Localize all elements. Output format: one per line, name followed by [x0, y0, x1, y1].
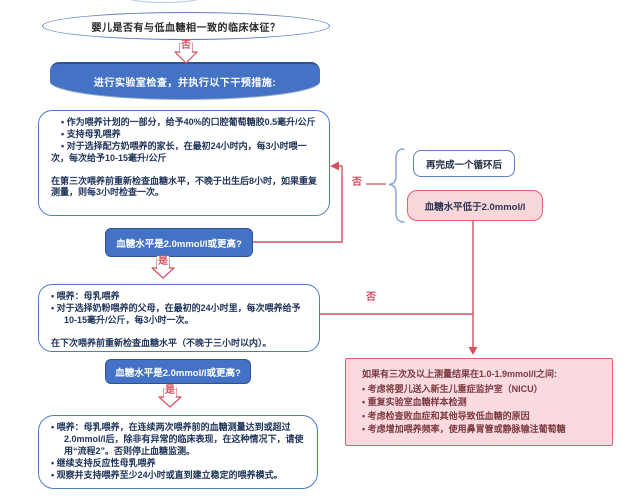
- outcome-bullet: 喂养：母乳喂养，在连续两次喂养前的血糖测量达到或超过2.0mmol/l后，除非有…: [51, 422, 307, 458]
- lab-check-banner-text: 进行实验室检查，并执行以下干预措施:: [93, 78, 277, 89]
- intervention-bullet: 支持母乳喂养: [51, 129, 319, 141]
- feeding-box: 喂养：母乳喂养 对于选择奶粉喂养的父母，在最初的24小时里，每次喂养给予10-1…: [38, 284, 320, 352]
- no-label-1: 否: [180, 40, 192, 52]
- outcome-bullet: 继续支持反应性母乳喂养: [51, 458, 307, 470]
- no-label-3: 否: [365, 292, 377, 304]
- start-question-node: 婴儿是否有与低血糖相一致的临床体征？: [42, 12, 330, 40]
- nicu-alert-bullet: 考虑将婴儿送入新生儿重症监护室（NICU）: [362, 383, 602, 397]
- brace-icon: [388, 148, 405, 223]
- spacer: [51, 327, 309, 338]
- loop-arrowhead-icon: [330, 161, 339, 171]
- no-label-2: 否: [351, 177, 363, 189]
- intervention-footer: 在第三次喂养前重新检查血糖水平，不晚于出生后8小时，如果重复测量，则每3小时检查…: [51, 175, 318, 198]
- yes-label-2: 是: [164, 385, 176, 397]
- intervention-box: 作为喂养计划的一部分，给予40%的口腔葡萄糖胶0.5毫升/公斤 支持母乳喂养 对…: [38, 110, 330, 216]
- nicu-alert-bullet: 考虑检查败血症和其他导致低血糖的原因: [362, 410, 602, 424]
- glucose-question-text-1: 血糖水平是2.0mmol/l或更高?: [116, 238, 242, 250]
- yes-label-1: 是: [157, 256, 169, 268]
- nicu-alert-bullet: 考虑增加喂养频率，使用鼻胃管或静脉输注葡萄糖: [362, 423, 602, 437]
- cropped-shape-top: [112, 0, 216, 3]
- glucose-question-node-1: 血糖水平是2.0mmol/l或更高?: [105, 228, 253, 257]
- glucose-question-node-2: 血糖水平是2.0mmol/l或更高?: [105, 359, 251, 384]
- spacer: [51, 165, 319, 176]
- nicu-alert-box: 如果有三次及以上测量结果在1.0-1.9mmol/l之间: 考虑将婴儿送入新生儿…: [345, 358, 613, 446]
- low-glucose-text: 血糖水平低于2.0mmol/l: [424, 201, 526, 213]
- cycle-complete-text: 再完成一个循环后: [425, 159, 502, 171]
- glucose-question-text-2: 血糖水平是2.0mmol/l或更高?: [115, 367, 241, 379]
- low-glucose-node: 血糖水平低于2.0mmol/l: [407, 190, 543, 221]
- feeding-bullet: 喂养：母乳喂养: [51, 291, 309, 303]
- intervention-bullet: 对于选择配方奶喂养的家长，在最初24小时内，每3小时喂一次，每次给予10-15毫…: [51, 141, 319, 165]
- nicu-alert-title: 如果有三次及以上测量结果在1.0-1.9mmol/l之间:: [362, 369, 558, 379]
- feeding-bullet: 对于选择奶粉喂养的父母，在最初的24小时里，每次喂养给予10-15毫升/公斤，每…: [51, 303, 309, 327]
- start-question-text: 婴儿是否有与低血糖相一致的临床体征？: [91, 22, 281, 34]
- lab-check-banner: 进行实验室检查，并执行以下干预措施:: [50, 62, 320, 99]
- cycle-complete-node: 再完成一个循环后: [413, 150, 515, 177]
- intervention-bullet: 作为喂养计划的一部分，给予40%的口腔葡萄糖胶0.5毫升/公斤: [51, 117, 319, 129]
- outcome-bullet: 观察并支持喂养至少24小时或直到建立稳定的喂养模式。: [51, 470, 307, 482]
- down-arrowhead-icon: [468, 347, 478, 355]
- nicu-alert-bullet: 重复实验室血糖样本检测: [362, 396, 602, 410]
- outcome-box: 喂养：母乳喂养，在连续两次喂养前的血糖测量达到或超过2.0mmol/l后，除非有…: [38, 415, 318, 489]
- feeding-footer: 在下次喂养前重新检查血糖水平（不晚于三小时以内）。: [51, 337, 272, 348]
